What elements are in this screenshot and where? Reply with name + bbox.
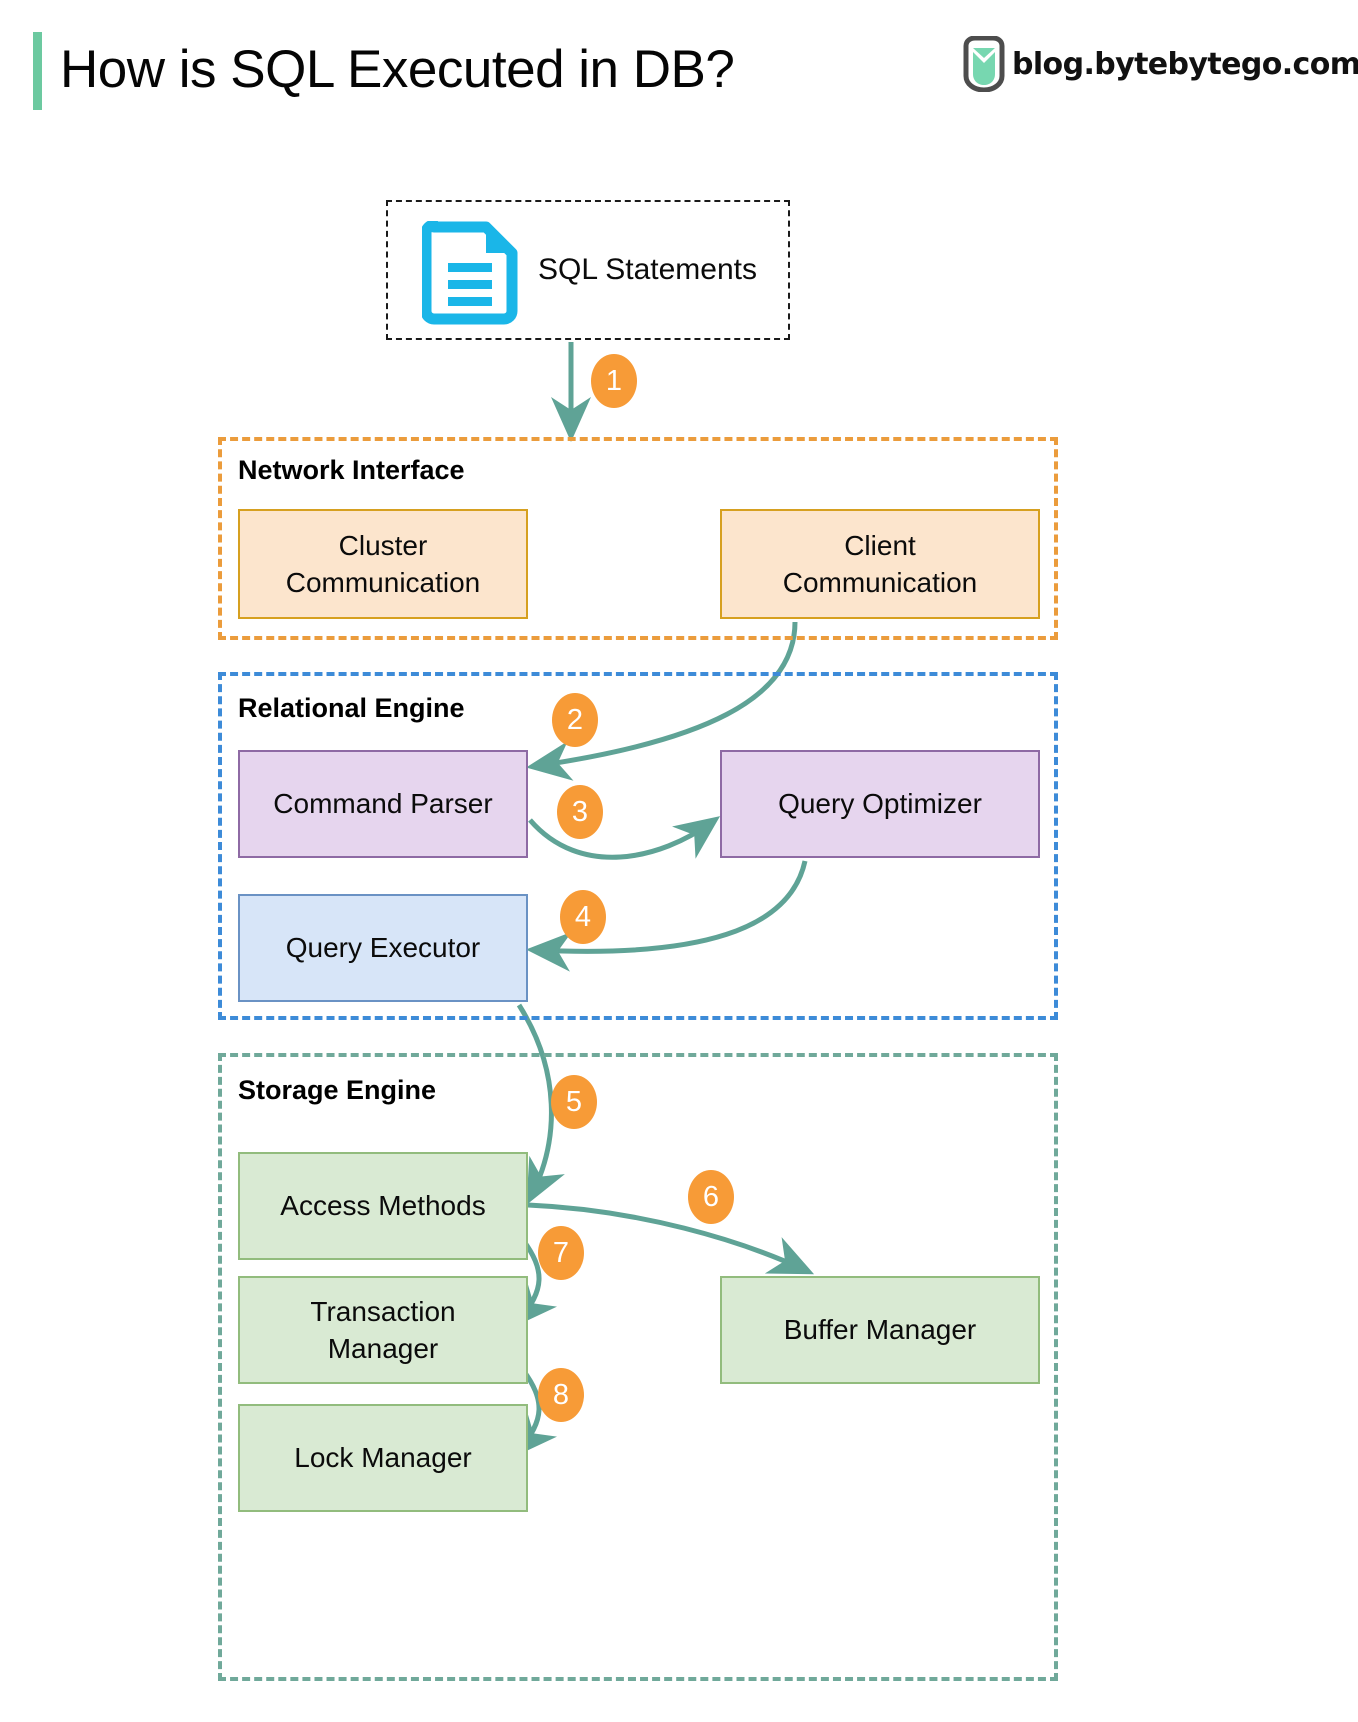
node-client-communication[interactable]: Client Communication: [720, 509, 1040, 619]
step-badge-3: 3: [557, 785, 603, 839]
group-network-interface: [218, 437, 1058, 640]
document-icon: [422, 221, 518, 325]
step-badge-1: 1: [591, 354, 637, 408]
step-badge-8: 8: [538, 1368, 584, 1422]
page-header: How is SQL Executed in DB? blog.bytebyte…: [0, 0, 1358, 140]
node-command-parser[interactable]: Command Parser: [238, 750, 528, 858]
brand: blog.bytebytego.com: [962, 36, 1358, 92]
node-access-methods[interactable]: Access Methods: [238, 1152, 528, 1260]
step-badge-4: 4: [560, 890, 606, 944]
sql-statements-box: SQL Statements: [386, 200, 790, 340]
node-query-optimizer[interactable]: Query Optimizer: [720, 750, 1040, 858]
node-cluster-communication[interactable]: Cluster Communication: [238, 509, 528, 619]
node-query-executor[interactable]: Query Executor: [238, 894, 528, 1002]
node-lock-manager[interactable]: Lock Manager: [238, 1404, 528, 1512]
page-title: How is SQL Executed in DB?: [60, 40, 735, 99]
group-relational-engine: [218, 672, 1058, 1020]
bytebytego-logo-icon: [963, 36, 1005, 92]
node-buffer-manager[interactable]: Buffer Manager: [720, 1276, 1040, 1384]
sql-statements-label: SQL Statements: [538, 253, 757, 286]
brand-text: blog.bytebytego.com: [1012, 46, 1358, 82]
step-badge-2: 2: [552, 693, 598, 747]
node-transaction-manager[interactable]: Transaction Manager: [238, 1276, 528, 1384]
step-badge-5: 5: [551, 1075, 597, 1129]
group-title-storage-engine: Storage Engine: [238, 1075, 437, 1105]
group-title-network-interface: Network Interface: [238, 455, 465, 485]
title-accent-bar: [33, 32, 42, 110]
step-badge-7: 7: [538, 1226, 584, 1280]
group-title-relational-engine: Relational Engine: [238, 693, 465, 723]
step-badge-6: 6: [688, 1170, 734, 1224]
group-storage-engine: [218, 1053, 1058, 1681]
